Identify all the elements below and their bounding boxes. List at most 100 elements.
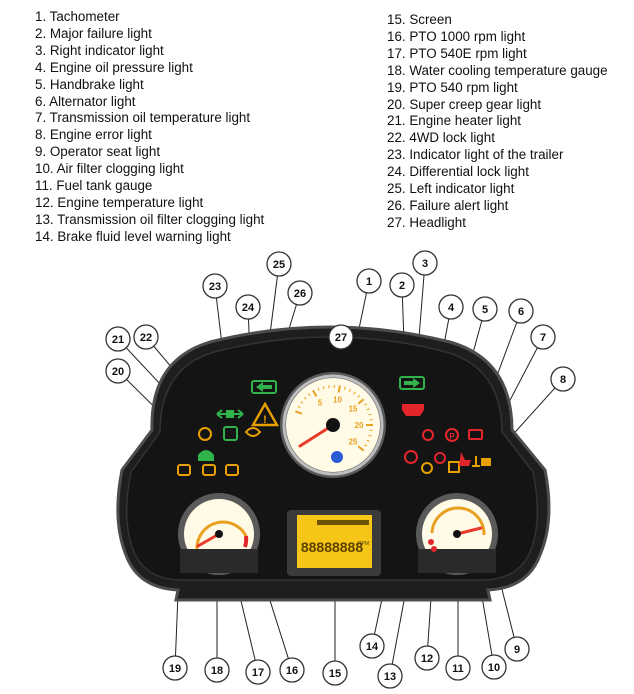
callout-label: 9: [514, 644, 520, 656]
callout-circle: [266, 251, 292, 277]
callout-26: 26: [287, 280, 313, 306]
callout-label: 21: [112, 334, 124, 346]
callout-label: 8: [560, 374, 566, 386]
tachometer-tick: [337, 385, 341, 393]
callout-22: 22: [133, 324, 159, 350]
right-warning-lights: P: [399, 376, 491, 474]
callout-11: 11: [445, 655, 471, 681]
water-gauge-scale: [195, 520, 248, 550]
legend-item: 1. Tachometer: [35, 9, 120, 24]
callout-circle: [105, 358, 131, 384]
pto-540e-icon: [202, 464, 216, 476]
callout-circle: [377, 663, 403, 689]
tachometer-tick: [364, 403, 368, 406]
differential-lock-icon: [244, 427, 262, 437]
water-temperature-gauge: [178, 493, 260, 575]
callout-5: 5: [472, 296, 498, 322]
callout-7: 7: [530, 324, 556, 350]
fuel-gauge: [416, 493, 498, 575]
legend-item: 12. Engine temperature light: [35, 194, 204, 210]
callout-label: 7: [540, 332, 546, 344]
callout-18: 18: [204, 657, 230, 683]
callout-label: 4: [448, 302, 455, 314]
callout-label: 5: [482, 304, 488, 316]
alternator-icon: [468, 429, 483, 440]
callout-9: 9: [504, 636, 530, 662]
left-warning-lights: !: [177, 380, 280, 476]
legend-item: 9. Operator seat light: [35, 144, 161, 160]
legend-item: 13. Transmission oil filter clogging lig…: [35, 211, 265, 227]
callout-label: 16: [286, 665, 298, 677]
callout-27: 27: [328, 324, 354, 350]
tachometer-tick: [295, 410, 303, 415]
tachometer-tick-label: 10: [333, 395, 342, 404]
tachometer-hub: [326, 418, 340, 432]
callout-circle: [412, 250, 438, 276]
callout-label: 2: [399, 280, 405, 292]
legend-item: 20. Super creep gear light: [387, 96, 542, 112]
callout-circle: [389, 272, 415, 298]
legend-item: 16. PTO 1000 rpm light: [387, 28, 526, 44]
lcd-digits: 88888888: [301, 539, 364, 555]
callout-circle: [530, 324, 556, 350]
tachometer-tick: [366, 439, 370, 442]
lcd-unit: RPM: [358, 541, 369, 547]
callout-2: 2: [389, 272, 415, 298]
legend-item: 2. Major failure light: [35, 25, 152, 41]
callout-label: 10: [488, 662, 500, 674]
legend-item: 22. 4WD lock light: [387, 130, 495, 146]
callout-circle: [235, 294, 261, 320]
handbrake-p-icon: P: [449, 432, 455, 441]
callout-circle: [202, 273, 228, 299]
callout-circle: [414, 645, 440, 671]
tachometer-tick: [357, 398, 365, 405]
legend-item: 6. Alternator light: [35, 93, 136, 109]
lcd-screen: 88888888 RPM: [287, 510, 381, 576]
fuel-gauge-low-dot-2: [431, 546, 437, 552]
callout-label: 3: [422, 258, 428, 270]
callout-4: 4: [438, 294, 464, 320]
legend-item: 11. Fuel tank gauge: [35, 178, 153, 194]
callout-circle: [204, 657, 230, 683]
callout-circle: [356, 268, 382, 294]
operator-seat-icon: [459, 452, 471, 466]
legend-item: 14. Brake fluid level warning light: [35, 228, 231, 244]
callout-label: 6: [518, 306, 524, 318]
callout-3: 3: [412, 250, 438, 276]
callout-label: 20: [112, 366, 124, 378]
water-gauge-lower-cover: [180, 549, 258, 573]
legend-item: 8. Engine error light: [35, 127, 152, 143]
callout-1: 1: [356, 268, 382, 294]
legend-item: 4. Engine oil pressure light: [35, 59, 193, 75]
failure-alert-icon: [250, 401, 280, 427]
callout-circle: [359, 633, 385, 659]
legend-item: 19. PTO 540 rpm light: [387, 79, 518, 95]
callout-25: 25: [266, 251, 292, 277]
callout-15: 15: [322, 660, 348, 686]
callout-label: 14: [366, 641, 379, 653]
callout-circle: [162, 655, 188, 681]
callout-label: 15: [329, 668, 341, 680]
failure-alert-mark-icon: !: [263, 414, 267, 426]
callout-label: 26: [294, 288, 306, 300]
engine-heater-icon: [198, 427, 212, 441]
fuel-gauge-needle: [455, 526, 483, 536]
tachometer-ring: [282, 374, 384, 476]
tachometer-tick: [357, 394, 361, 398]
callout-label: 24: [242, 302, 255, 314]
handbrake-icon: [445, 428, 459, 442]
tachometer-scale: [295, 385, 373, 452]
callout-label: 17: [252, 667, 264, 679]
callout-13: 13: [377, 663, 403, 689]
tachometer-tick: [322, 386, 325, 390]
engine-temperature-icon: [434, 452, 446, 464]
transmission-filter-icon: [421, 462, 433, 474]
tachometer-tick: [303, 396, 307, 400]
callout-8: 8: [550, 366, 576, 392]
transmission-oil-temp-icon: [472, 456, 480, 467]
